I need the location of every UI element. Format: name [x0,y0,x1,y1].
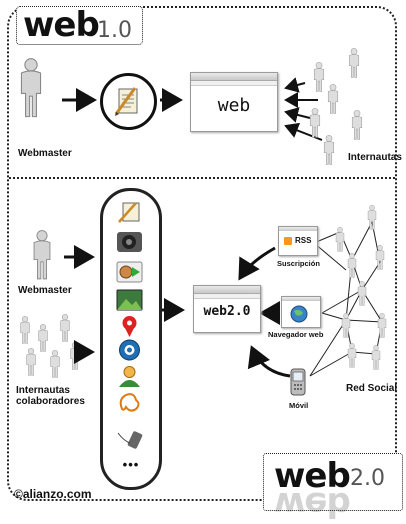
web2-browser-text: web2.0 [203,304,251,319]
webmaster-label-bottom: Webmaster [18,285,72,296]
webmaster-label-top: Webmaster [18,148,72,159]
internautas-label-top: Internautas [348,152,402,163]
web1-connectors [62,77,323,141]
web1-logo-word: web [23,5,100,45]
photo-icon [116,289,143,311]
web2-logo-version: 2.0 [350,466,385,491]
user-profile-icon [119,366,140,387]
web2-logo-reflection: web [274,484,350,524]
social-network-icon [119,393,140,412]
web2-browser-window: web2.0 [193,285,261,333]
web2-tools-strip: ••• [100,188,162,490]
audio-video-icon [116,261,143,283]
editor-tool-icon [118,202,140,223]
rss-window: RSS [278,226,318,256]
footer-credit[interactable]: ©alianzo.com [14,487,92,501]
rss-text: RSS [295,236,312,245]
collaborators-label-line2: colaboradores [16,396,85,407]
map-pin-icon [122,316,137,337]
web-browser-mini-window [281,296,321,328]
web1-browser-window: web [190,72,278,132]
subscription-label: Suscripción [277,259,320,268]
social-network-figures [335,205,387,370]
editor-icon [114,87,138,116]
rss-icon [284,237,292,245]
web1-browser-text: web [217,95,251,116]
web2-logo-word: web [274,456,351,496]
video-camera-icon [117,232,142,252]
mobile-phone-icon [290,368,306,396]
mobile-label: Móvil [289,401,309,410]
browser-globe-icon [290,305,308,323]
web2-logo: web 2.0 web [263,453,403,524]
web-browser-label: Navegador web [268,330,324,339]
social-network-label: Red Social [346,383,398,394]
collaborators-label: Internautas colaboradores [16,385,85,407]
outer-frame [7,6,397,501]
editor-tool-circle [100,73,157,130]
collaborators-label-line1: Internautas [16,385,70,396]
mobile-device-icon [117,431,143,449]
section-divider [9,177,395,179]
wiki-globe-icon [119,339,140,361]
more-tools-dots: ••• [122,457,140,472]
web1-logo: web 1.0 [16,5,143,45]
web1-logo-version: 1.0 [97,18,132,43]
